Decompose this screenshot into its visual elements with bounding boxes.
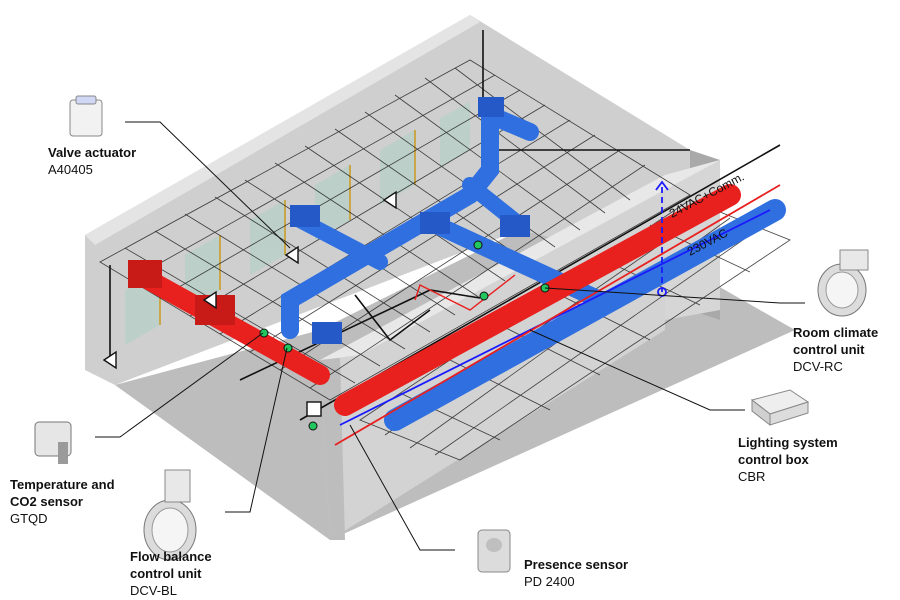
lighting-system-control-box-label: Lighting system control box: [738, 435, 838, 467]
exhaust-terminals: [290, 97, 530, 344]
flow-balance-control-unit-code: DCV-BL: [130, 583, 177, 598]
room-climate-control-unit-device-icon: [817, 249, 869, 317]
room-climate-control-unit-callout: Room climate control unit DCV-RC: [793, 324, 893, 375]
lighting-system-control-box-device-icon: [750, 389, 810, 427]
presence-sensor-device-icon: [477, 529, 511, 573]
windows: [125, 102, 470, 345]
temperature-co2-sensor-code: GTQD: [10, 511, 48, 526]
network-nodes: [259, 240, 550, 431]
exhaust-ducts: [281, 101, 786, 431]
damper-box: [306, 401, 322, 417]
ceiling-grid: [99, 59, 691, 401]
back-wall-top: [85, 15, 480, 245]
flow-balance-control-unit-device-icon: [143, 469, 197, 561]
lighting-system-control-box-callout: Lighting system control box CBR: [738, 434, 858, 485]
power-wire: [334, 184, 781, 446]
temperature-co2-sensor-device-icon: [34, 421, 72, 464]
room-climate-control-unit-code: DCV-RC: [793, 359, 843, 374]
presence-sensor-label: Presence sensor: [524, 557, 629, 572]
leader-lines: [95, 121, 805, 551]
temperature-co2-sensor-label: Temperature and CO2 sensor: [10, 477, 115, 509]
presence-sensor-callout: Presence sensor PD 2400: [524, 556, 628, 590]
flow-balance-control-unit-callout: Flow balance control unit DCV-BL: [130, 548, 240, 599]
valve-actuator-device-icon: [69, 95, 103, 137]
valve-actuator-code: A40405: [48, 162, 93, 177]
flow-balance-control-unit-label: Flow balance control unit: [130, 549, 212, 581]
valve-actuator-label: Valve actuator: [48, 145, 137, 160]
valve-symbols: [102, 190, 397, 370]
room-climate-control-unit-label: Room climate control unit: [793, 325, 879, 357]
valve-actuator-callout: Valve actuator A40405: [48, 144, 136, 178]
comm-wire-arrow: [655, 180, 669, 191]
temperature-co2-sensor-callout: Temperature and CO2 sensor GTQD: [10, 476, 140, 527]
presence-sensor-code: PD 2400: [524, 574, 575, 589]
lighting-system-control-box-code: CBR: [738, 469, 766, 484]
comm-wire-node: [657, 287, 667, 297]
